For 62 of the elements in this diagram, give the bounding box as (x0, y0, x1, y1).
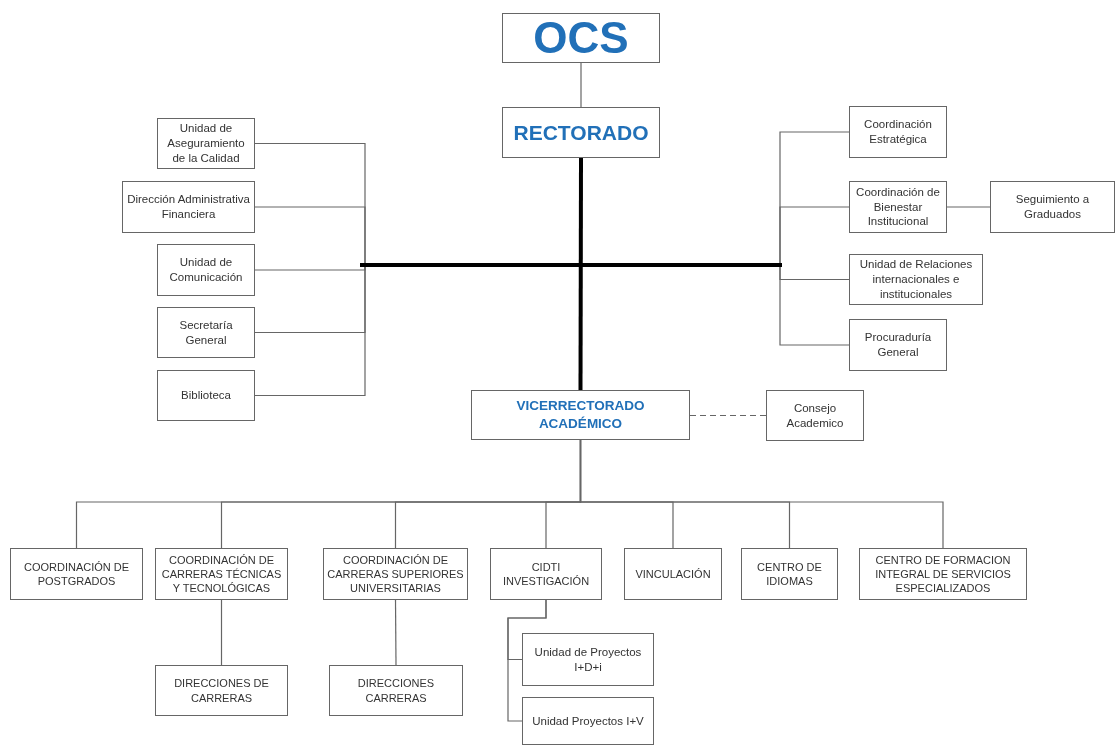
unit-name: Unidad de Aseguramiento de la Calidad (166, 121, 246, 166)
unit-name: COORDINACIÓN DE CARRERAS SUPERIORES UNIVERSITARIAS (327, 552, 464, 596)
unit-name: Unidad de Relaciones internacionales e institucionales (858, 257, 974, 302)
org-box (10, 548, 143, 600)
connector-line (779, 266, 850, 346)
org-box (155, 665, 288, 716)
unit-name: Procuraduría General (863, 330, 933, 360)
unit-name: Seguimiento a Graduados (1014, 192, 1091, 222)
connector-line (254, 266, 366, 397)
org-box (157, 244, 255, 296)
unit-name: CENTRO DE FORMACION INTEGRAL DE SERVICIOS ESPECIALIZADOS (874, 552, 1012, 596)
org-box (741, 548, 838, 600)
unit-name: Coordinación Estratégica (863, 117, 933, 147)
org-box (859, 548, 1027, 600)
unit-name: VINCULACIÓN (635, 566, 711, 582)
unit-name: COORDINACIÓN DE CARRERAS TÉCNICAS Y TECNOLÓGICAS (160, 552, 283, 596)
unit-name: Coordinación de Bienestar Institucional (855, 184, 941, 230)
org-box (849, 106, 947, 158)
org-box (502, 107, 660, 158)
org-box (471, 390, 690, 440)
org-box (849, 181, 947, 233)
org-box (157, 118, 255, 169)
org-box (502, 13, 660, 63)
unit-name: Unidad de Comunicación (168, 255, 244, 285)
connector-line (254, 266, 366, 271)
connector-line (394, 599, 397, 666)
unit-name: RECTORADO (513, 119, 649, 146)
connector-line (946, 206, 991, 208)
unit-name: OCS (533, 12, 629, 65)
org-box (522, 633, 654, 686)
org-box (490, 548, 602, 600)
org-box (624, 548, 722, 600)
unit-name: Unidad Proyectos I+V (532, 713, 644, 729)
org-box (157, 370, 255, 421)
connector-line (580, 62, 582, 108)
org-box (849, 319, 947, 371)
unit-name: CIDTI INVESTIGACIÓN (501, 559, 591, 589)
unit-name: Dirección Administrativa Financiera (126, 192, 251, 222)
connector-line (220, 599, 223, 666)
connector-line (578, 158, 583, 390)
org-box (766, 390, 864, 441)
unit-name: CENTRO DE IDIOMAS (756, 559, 823, 589)
connector-line (507, 599, 547, 722)
org-box (849, 254, 983, 305)
unit-name: Consejo Academico (785, 400, 845, 431)
unit-name: Secretaría General (178, 317, 234, 348)
org-box (329, 665, 463, 716)
org-box (122, 181, 255, 233)
connector-bar (360, 263, 782, 267)
org-box (157, 307, 255, 358)
org-box (522, 697, 654, 745)
unit-name: DIRECCIONES CARRERAS (356, 676, 436, 705)
unit-name: DIRECCIONES DE CARRERAS (173, 676, 270, 705)
org-box (990, 181, 1115, 233)
connector-line (254, 206, 366, 264)
connector-line (779, 206, 850, 264)
unit-name: COORDINACIÓN DE POSTGRADOS (22, 559, 131, 589)
unit-name: Biblioteca (181, 388, 231, 403)
unit-name: Unidad de Proyectos I+D+i (533, 644, 643, 675)
connector-line (579, 439, 944, 549)
unit-name: VICERRECTORADO ACADÉMICO (515, 397, 646, 433)
connector-line (689, 414, 767, 417)
